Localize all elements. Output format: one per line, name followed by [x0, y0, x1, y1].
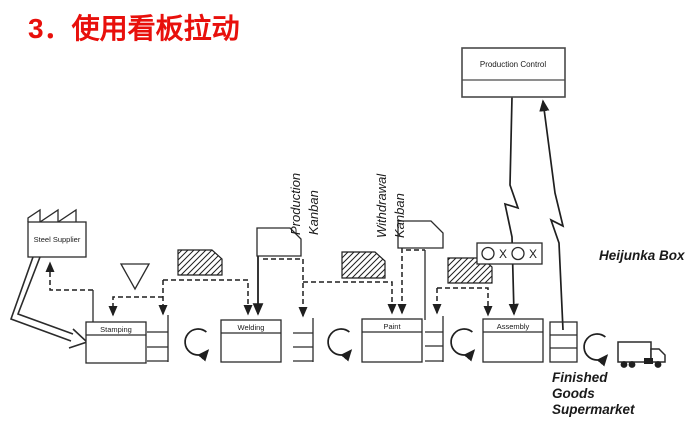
supermarket-icon-1 [147, 315, 169, 362]
finished-goods-label-line1: Finished [552, 370, 608, 385]
production-kanban-card-icon [256, 227, 302, 257]
production-control-label: Production Control [480, 60, 546, 69]
paint-label: Paint [383, 322, 401, 331]
shipment-arrow-icon [9, 256, 89, 349]
process-box-welding: Welding [220, 319, 282, 363]
steel-supplier-label: Steel Supplier [34, 235, 81, 244]
assembly-label: Assembly [497, 322, 530, 331]
supermarket-icon-2 [293, 318, 314, 362]
pull-loop-icon-1 [184, 328, 210, 362]
production-kanban-label-line2: Kanban [306, 190, 321, 235]
process-box-assembly: Assembly [482, 318, 544, 363]
supplier-order-kanban-path [45, 261, 93, 291]
process-box-paint: Paint [361, 318, 423, 363]
heijunka-x-symbol: X [499, 247, 507, 261]
pull-loop-icon-4 [583, 333, 609, 367]
truck-icon [617, 341, 666, 368]
signal-kanban-icon-1 [177, 249, 223, 276]
supermarket-icon-3 [425, 316, 444, 362]
withdrawal-kanban-label-line2: Kanban [392, 193, 407, 238]
stamping-label: Stamping [100, 325, 132, 334]
finished-goods-label-line2: Goods [552, 386, 595, 401]
pull-loop-icon-3 [450, 328, 476, 362]
electronic-info-line-to-assembly [503, 96, 520, 316]
heijunka-circle-symbol [481, 246, 495, 261]
withdrawal-kanban-card-icon [397, 220, 444, 249]
production-kanban-label-line1: Production [288, 173, 303, 235]
inventory-triangle-icon [119, 263, 151, 291]
heijunka-x-symbol: X [529, 247, 537, 261]
factory-roof-icon [27, 208, 77, 224]
kanban-path-to-assembly [437, 287, 493, 317]
steel-supplier-factory: Steel Supplier [27, 208, 87, 258]
finished-goods-supermarket-icon [549, 321, 578, 363]
electronic-info-line-to-production-control [539, 99, 565, 331]
withdrawal-kanban-label-line1: Withdrawal [374, 173, 389, 238]
kanban-path-to-supermarket-2 [263, 258, 308, 318]
production-control-box: Production Control [461, 47, 566, 98]
kanban-path-to-welding [163, 279, 253, 316]
heijunka-circle-symbol [511, 246, 525, 261]
slide-title: 3．使用看板拉动 [28, 12, 240, 44]
heijunka-box: X X [476, 242, 543, 265]
process-box-stamping: Stamping [85, 321, 147, 364]
pull-loop-icon-2 [327, 328, 353, 362]
kanban-path-to-paint [303, 281, 397, 315]
production-kanban-path-to-stamping [108, 296, 163, 317]
heijunka-box-label: Heijunka Box [599, 248, 685, 263]
welding-label: Welding [238, 323, 265, 332]
finished-goods-label-line3: Supermarket [552, 402, 635, 417]
signal-kanban-icon-2 [341, 251, 386, 279]
